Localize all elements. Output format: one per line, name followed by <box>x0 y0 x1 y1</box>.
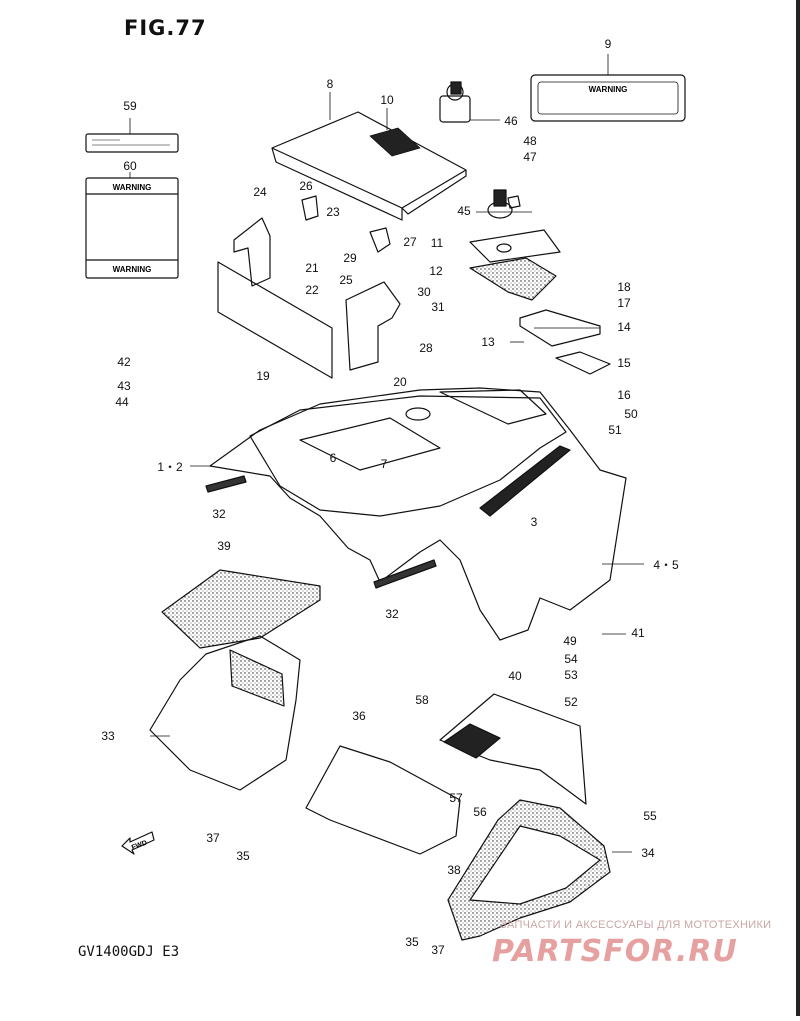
figure-title: FIG.77 <box>124 16 207 40</box>
part-number: 55 <box>643 809 657 823</box>
hook-26 <box>301 195 319 221</box>
strip-32b <box>373 559 437 589</box>
part-number: 50 <box>624 407 638 421</box>
hook-27 <box>369 227 391 253</box>
part-number: 7 <box>381 457 388 471</box>
part-number: 10 <box>380 93 394 107</box>
part-number: 52 <box>564 695 578 709</box>
cover-39 <box>161 569 321 649</box>
part-number: 38 <box>447 863 461 877</box>
panel-19 <box>217 261 333 379</box>
part-number: 41 <box>631 626 645 640</box>
bracket-24 <box>233 217 271 287</box>
part-number: 59 <box>123 99 137 113</box>
part-number: 53 <box>564 668 578 682</box>
lock-45 <box>487 189 521 219</box>
part-number: 1・2 <box>157 460 183 474</box>
part-number: 26 <box>299 179 313 193</box>
part-number: 25 <box>339 273 353 287</box>
part-number: 19 <box>256 369 270 383</box>
part-number: 20 <box>393 375 407 389</box>
bracket-15 <box>555 351 611 375</box>
part-number: 42 <box>117 355 131 369</box>
part-number: 40 <box>508 669 522 683</box>
part-number: 8 <box>327 77 334 91</box>
part-number: 58 <box>415 693 429 707</box>
part-number: 18 <box>617 280 631 294</box>
part-number: 14 <box>617 320 631 334</box>
part-number: 43 <box>117 379 131 393</box>
gasket-11 <box>469 229 561 263</box>
part-number-labels: 59 60 9 8 10 46 48 47 45 11 12 18 17 14 … <box>101 37 679 957</box>
part-number: 28 <box>419 341 433 355</box>
part-number: 16 <box>617 388 631 402</box>
caution-label-59 <box>85 133 179 153</box>
watermark-tagline: ЗАПЧАСТИ И АКСЕССУАРЫ ДЛЯ МОТОТЕХНИКИ <box>500 919 772 931</box>
part-number: 24 <box>253 185 267 199</box>
part-number: 51 <box>608 423 622 437</box>
part-number: 36 <box>352 709 366 723</box>
strip-32a <box>205 475 247 493</box>
side-cover-33 <box>149 635 301 791</box>
plate-36 <box>305 745 461 855</box>
part-number: 56 <box>473 805 487 819</box>
part-number: 9 <box>605 37 612 51</box>
part-number: 27 <box>403 235 417 249</box>
part-number: 3 <box>531 515 538 529</box>
part-number: 33 <box>101 729 115 743</box>
part-number: 31 <box>431 300 445 314</box>
part-number: 60 <box>123 159 137 173</box>
bracket-40 <box>439 693 587 805</box>
part-number: 13 <box>481 335 495 349</box>
part-number: 47 <box>523 150 537 164</box>
part-number: 29 <box>343 251 357 265</box>
page-edge-divider <box>796 0 800 1016</box>
warning-text-60b: WARNING <box>113 265 152 274</box>
part-number: 23 <box>326 205 340 219</box>
part-number: 39 <box>217 539 231 553</box>
fwd-arrow-icon <box>121 831 155 855</box>
part-number: 35 <box>405 935 419 949</box>
part-number: 12 <box>429 264 443 278</box>
part-number: 37 <box>206 831 220 845</box>
warning-label-9 <box>530 74 686 122</box>
part-number: 37 <box>431 943 445 957</box>
part-number: 32 <box>385 607 399 621</box>
gasket-12 <box>469 257 557 301</box>
part-number: 22 <box>305 283 319 297</box>
warning-text-60a: WARNING <box>113 183 152 192</box>
part-number: 35 <box>236 849 250 863</box>
part-number: 4・5 <box>653 558 679 572</box>
side-cover-34 <box>447 799 611 941</box>
part-number: 34 <box>641 846 655 860</box>
part-number: 57 <box>449 791 463 805</box>
trunk-body-3 <box>209 387 627 641</box>
bracket-25 <box>345 281 401 371</box>
part-number: 30 <box>417 285 431 299</box>
part-number: 15 <box>617 356 631 370</box>
tray-lid-8 <box>271 111 467 221</box>
part-number: 17 <box>617 296 631 310</box>
part-number: 46 <box>504 114 518 128</box>
part-number: 48 <box>523 134 537 148</box>
part-number: 44 <box>115 395 129 409</box>
model-code: GV1400GDJ E3 <box>78 944 180 960</box>
watermark-logo: PARTSFOR.RU <box>492 934 738 969</box>
part-number: 6 <box>330 451 337 465</box>
part-number: 54 <box>564 652 578 666</box>
part-number: 32 <box>212 507 226 521</box>
part-number: 49 <box>563 634 577 648</box>
part-number: 11 <box>431 236 444 250</box>
part-number: 21 <box>305 261 319 275</box>
part-number: 45 <box>457 204 471 218</box>
bracket-14 <box>519 309 601 347</box>
lock-46 <box>439 81 471 123</box>
warning-label-60 <box>85 177 179 279</box>
warning-text-9: WARNING <box>589 85 628 94</box>
